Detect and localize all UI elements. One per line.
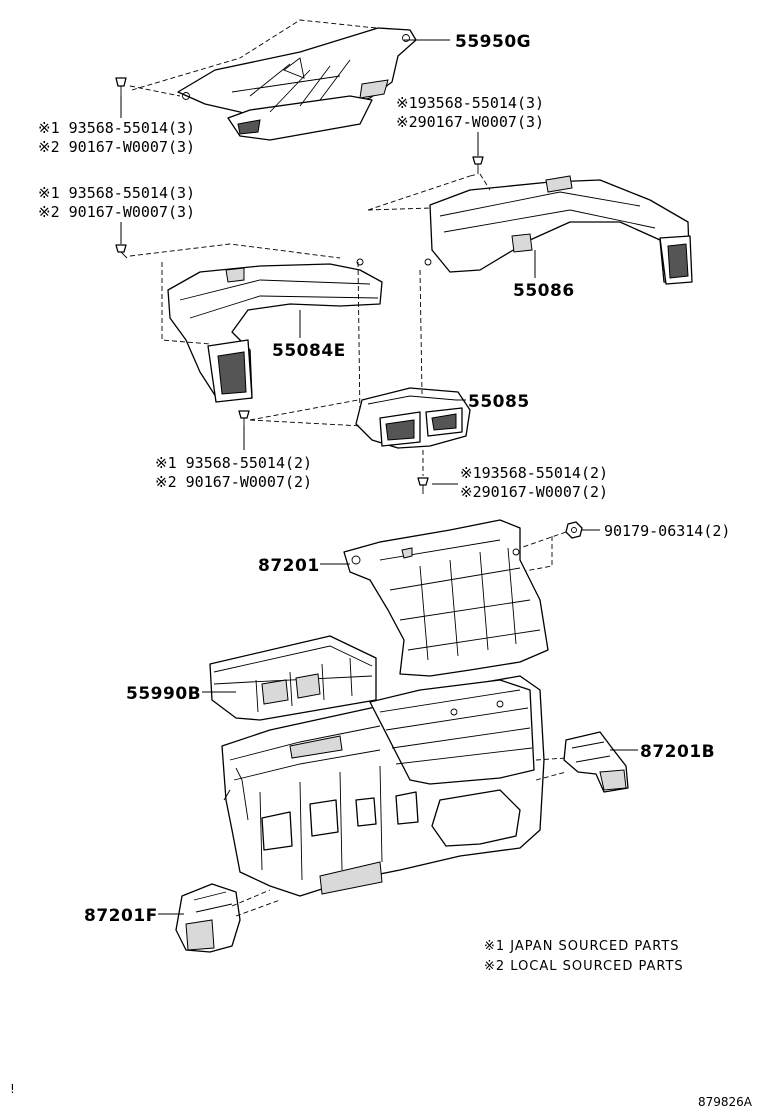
illustration-reference-number: 879826A [698, 1095, 753, 1109]
fastener-label-f3-japan: ※1 93568-55014(3) [38, 184, 195, 202]
label-87201: 87201 [258, 556, 320, 576]
fastener-label-f4-local: ※2 90167-W0007(2) [155, 473, 312, 491]
part-55086-drawing [424, 175, 693, 285]
part-55950G-drawing [177, 27, 417, 141]
fastener-label-f1-japan: ※1 93568-55014(3) [38, 119, 195, 137]
label-55950G: 55950G [455, 32, 531, 52]
part-87201B-drawing [563, 731, 629, 793]
screw-icon [115, 77, 127, 96]
nut-label: 90179-06314(2) [604, 522, 730, 540]
part-55990B-drawing [209, 635, 377, 721]
screw-icon [472, 156, 484, 174]
note-local-sourced: ※2 LOCAL SOURCED PARTS [484, 959, 684, 974]
screw-icon [238, 410, 250, 426]
label-87201B: 87201B [640, 742, 715, 762]
fastener-label-f5-japan: ※193568-55014(2) [460, 464, 608, 482]
fastener-label-f4-japan: ※1 93568-55014(2) [155, 454, 312, 472]
fastener-label-f5-local: ※290167-W0007(2) [460, 483, 608, 501]
fastener-label-f2-local: ※290167-W0007(3) [396, 113, 544, 131]
fastener-label-f1-local: ※2 90167-W0007(3) [38, 138, 195, 156]
fastener-label-f3-local: ※2 90167-W0007(3) [38, 203, 195, 221]
screw-icon [115, 244, 128, 259]
heater-unit-drawing [221, 675, 545, 897]
label-55990B: 55990B [126, 684, 201, 704]
label-87201F: 87201F [84, 906, 158, 926]
fastener-label-f2-japan: ※193568-55014(3) [396, 94, 544, 112]
label-55084E: 55084E [272, 341, 346, 361]
nut-icon [565, 521, 583, 539]
margin-marker: ! [10, 1082, 15, 1096]
label-55086: 55086 [513, 281, 575, 301]
part-87201-drawing [343, 519, 549, 677]
label-55085: 55085 [468, 392, 530, 412]
part-55084E-drawing [167, 258, 383, 403]
part-55085-drawing [355, 387, 471, 449]
part-87201F-drawing [175, 883, 241, 953]
note-japan-sourced: ※1 JAPAN SOURCED PARTS [484, 939, 680, 954]
screw-icon [417, 477, 429, 494]
